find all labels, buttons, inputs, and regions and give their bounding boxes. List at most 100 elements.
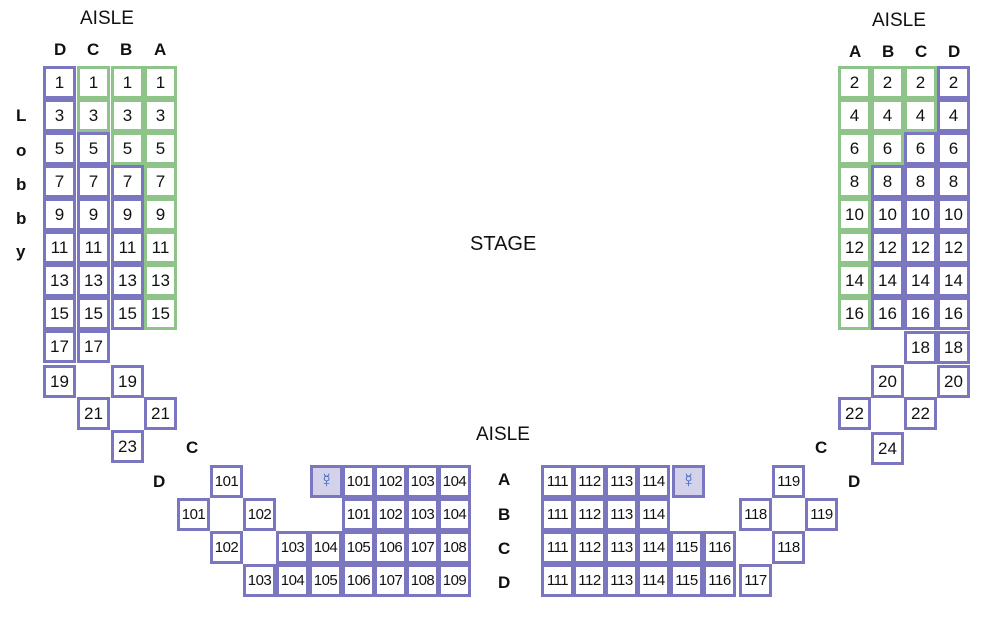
seat-right-c[interactable]: 4 — [904, 99, 937, 132]
seat-center-d[interactable]: 117 — [739, 564, 772, 597]
seat-left-b[interactable]: 15 — [111, 297, 144, 330]
seat-left-a[interactable]: 5 — [144, 132, 177, 165]
seat-left-d[interactable]: 1 — [43, 66, 76, 99]
seat-center-a[interactable]: 111 — [541, 465, 574, 498]
seat-left-b[interactable]: 19 — [111, 365, 144, 398]
seat-right-c[interactable]: 2 — [904, 66, 937, 99]
seat-right-d[interactable]: 6 — [937, 132, 970, 165]
seat-center-a[interactable]: 101 — [342, 465, 375, 498]
seat-right-c[interactable]: 8 — [904, 165, 937, 198]
seat-center-c[interactable]: 111 — [541, 531, 574, 564]
seat-left-a[interactable]: 13 — [144, 264, 177, 297]
seat-center-d[interactable]: 114 — [637, 564, 670, 597]
seat-right-a[interactable]: 10 — [838, 198, 871, 231]
seat-right-c[interactable]: 16 — [904, 297, 937, 330]
seat-right-a[interactable]: 16 — [838, 297, 871, 330]
seat-center-a[interactable]: 113 — [605, 465, 638, 498]
seat-right-b[interactable]: 8 — [871, 165, 904, 198]
seat-right-b[interactable]: 16 — [871, 297, 904, 330]
seat-left-c[interactable]: 15 — [77, 297, 110, 330]
seat-center-b[interactable]: 101 — [177, 498, 210, 531]
seat-right-c[interactable]: 18 — [904, 331, 937, 364]
seat-right-d[interactable]: 12 — [937, 231, 970, 264]
seat-right-b[interactable]: 4 — [871, 99, 904, 132]
seat-left-c[interactable]: 5 — [77, 132, 110, 165]
seat-left-c[interactable]: 3 — [77, 99, 110, 132]
seat-right-b[interactable]: 20 — [871, 365, 904, 398]
seat-right-a[interactable]: 4 — [838, 99, 871, 132]
seat-left-d[interactable]: 17 — [43, 330, 76, 363]
seat-right-b[interactable]: 10 — [871, 198, 904, 231]
seat-center-c[interactable]: 112 — [573, 531, 606, 564]
seat-left-c[interactable]: 7 — [77, 165, 110, 198]
seat-center-d[interactable]: 112 — [573, 564, 606, 597]
seat-center-d[interactable]: 108 — [406, 564, 439, 597]
seat-center-d[interactable]: 115 — [670, 564, 703, 597]
seat-right-c[interactable]: 10 — [904, 198, 937, 231]
seat-center-c[interactable]: 102 — [210, 531, 243, 564]
seat-center-b[interactable]: 114 — [637, 498, 670, 531]
seat-center-c[interactable]: 113 — [605, 531, 638, 564]
seat-left-a[interactable]: 7 — [144, 165, 177, 198]
seat-center-a[interactable]: 119 — [772, 465, 805, 498]
seat-left-a[interactable]: 3 — [144, 99, 177, 132]
seat-right-d[interactable]: 18 — [937, 331, 970, 364]
seat-center-c[interactable]: 114 — [637, 531, 670, 564]
seat-center-c[interactable]: 106 — [374, 531, 407, 564]
seat-center-b[interactable]: 119 — [805, 498, 838, 531]
seat-left-d[interactable]: 11 — [43, 231, 76, 264]
seat-center-d[interactable]: 113 — [605, 564, 638, 597]
seat-center-d[interactable]: 103 — [243, 564, 276, 597]
seat-center-c[interactable]: 104 — [309, 531, 342, 564]
seat-left-d[interactable]: 7 — [43, 165, 76, 198]
seat-left-b[interactable]: 5 — [111, 132, 144, 165]
seat-left-b[interactable]: 13 — [111, 264, 144, 297]
seat-center-d[interactable]: 104 — [276, 564, 309, 597]
seat-left-c[interactable]: 13 — [77, 264, 110, 297]
seat-center-d[interactable]: 105 — [309, 564, 342, 597]
seat-center-b[interactable]: 101 — [342, 498, 375, 531]
seat-left-d[interactable]: 13 — [43, 264, 76, 297]
seat-center-b[interactable]: 102 — [243, 498, 276, 531]
seat-center-c[interactable]: 116 — [703, 531, 736, 564]
seat-center-d[interactable]: 111 — [541, 564, 574, 597]
seat-left-b[interactable]: 3 — [111, 99, 144, 132]
seat-left-c[interactable]: 21 — [77, 397, 110, 430]
seat-center-c[interactable]: 118 — [772, 531, 805, 564]
seat-center-c[interactable]: 107 — [406, 531, 439, 564]
seat-left-d[interactable]: 15 — [43, 297, 76, 330]
seat-center-b[interactable]: 104 — [438, 498, 471, 531]
seat-left-d[interactable]: 19 — [43, 365, 76, 398]
seat-right-a[interactable]: 8 — [838, 165, 871, 198]
seat-left-a[interactable]: 1 — [144, 66, 177, 99]
seat-right-d[interactable]: 8 — [937, 165, 970, 198]
seat-center-a[interactable]: 101 — [210, 465, 243, 498]
seat-center-c[interactable]: 115 — [670, 531, 703, 564]
seat-center-a[interactable]: 104 — [438, 465, 471, 498]
seat-left-d[interactable]: 9 — [43, 198, 76, 231]
seat-right-b[interactable]: 2 — [871, 66, 904, 99]
seat-center-a[interactable]: 103 — [406, 465, 439, 498]
seat-left-b[interactable]: 23 — [111, 430, 144, 463]
seat-right-a[interactable]: 14 — [838, 264, 871, 297]
wheelchair-icon[interactable]: ☿ — [672, 465, 705, 498]
seat-left-b[interactable]: 7 — [111, 165, 144, 198]
seat-right-a[interactable]: 12 — [838, 231, 871, 264]
seat-right-d[interactable]: 4 — [937, 99, 970, 132]
seat-center-d[interactable]: 109 — [438, 564, 471, 597]
seat-left-c[interactable]: 17 — [77, 330, 110, 363]
seat-right-a[interactable]: 6 — [838, 132, 871, 165]
seat-right-c[interactable]: 14 — [904, 264, 937, 297]
seat-left-b[interactable]: 1 — [111, 66, 144, 99]
seat-right-d[interactable]: 10 — [937, 198, 970, 231]
seat-left-d[interactable]: 3 — [43, 99, 76, 132]
seat-right-c[interactable]: 6 — [904, 132, 937, 165]
seat-right-a[interactable]: 2 — [838, 66, 871, 99]
seat-center-a[interactable]: 102 — [374, 465, 407, 498]
wheelchair-icon[interactable]: ☿ — [310, 465, 343, 498]
seat-center-d[interactable]: 107 — [374, 564, 407, 597]
seat-center-b[interactable]: 113 — [605, 498, 638, 531]
seat-right-d[interactable]: 16 — [937, 297, 970, 330]
seat-left-c[interactable]: 9 — [77, 198, 110, 231]
seat-center-b[interactable]: 118 — [739, 498, 772, 531]
